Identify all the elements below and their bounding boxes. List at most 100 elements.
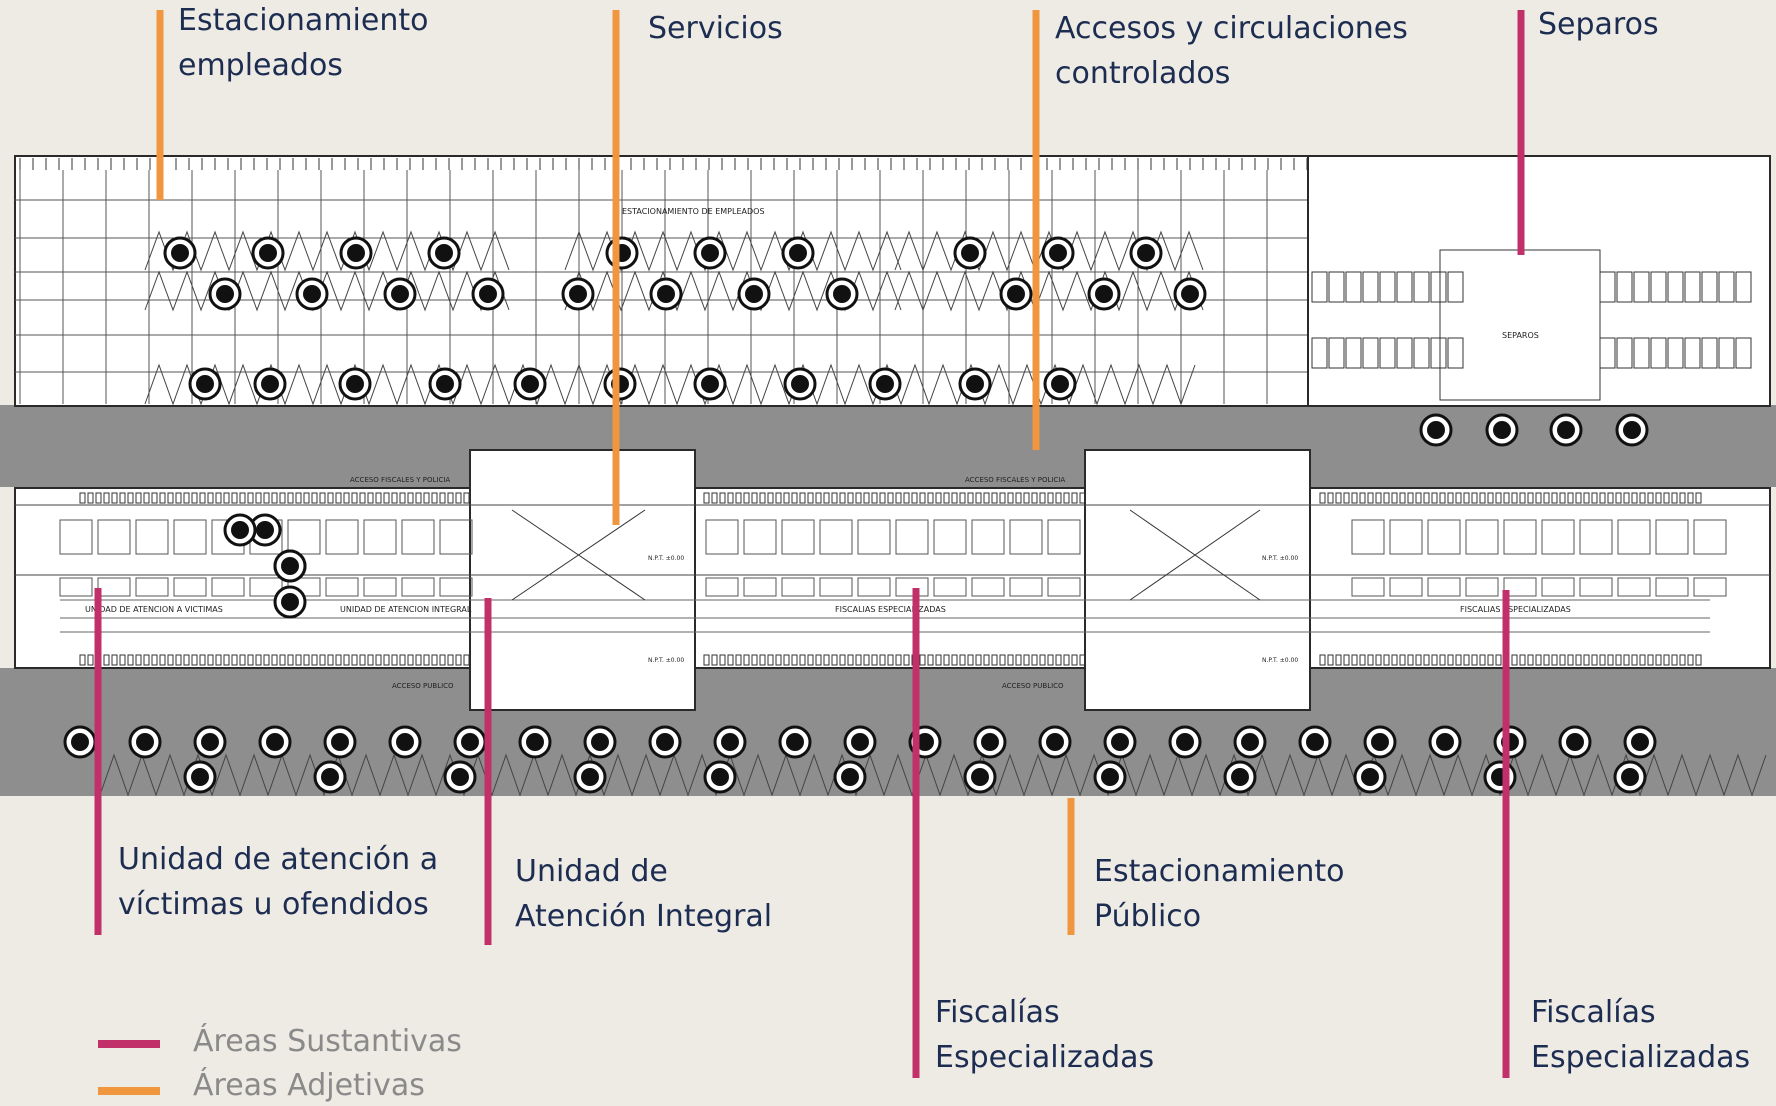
- building-tick: [1599, 492, 1606, 504]
- building-tick: [279, 492, 286, 504]
- tree-core: [745, 285, 763, 303]
- building-tick: [1695, 492, 1702, 504]
- building-tick: [1007, 492, 1014, 504]
- tree-core: [791, 375, 809, 393]
- building-tick: [1399, 654, 1406, 666]
- parking-stalls-row: [99, 753, 1767, 797]
- building-tick: [1511, 654, 1518, 666]
- tree-core: [981, 733, 999, 751]
- office: [1503, 577, 1537, 597]
- building-tick: [383, 654, 390, 666]
- building-tick: [1015, 492, 1022, 504]
- tree-core: [1111, 733, 1129, 751]
- building-tick: [759, 654, 766, 666]
- building-tick: [839, 492, 846, 504]
- building-tick: [135, 654, 142, 666]
- building-tick: [343, 492, 350, 504]
- main-building: ACCESO FISCALES Y POLICIA ACCESO FISCALE…: [14, 449, 1771, 711]
- cell: [1379, 337, 1396, 369]
- building-tick: [703, 492, 710, 504]
- building-tick: [1055, 654, 1062, 666]
- office: [1541, 577, 1575, 597]
- callout-line: Especializadas: [935, 1040, 1155, 1075]
- building-tick: [351, 654, 358, 666]
- tree-core: [1436, 733, 1454, 751]
- office: [1465, 519, 1499, 555]
- tree-core: [1231, 768, 1249, 786]
- building-tick: [103, 654, 110, 666]
- building-tick: [1639, 654, 1646, 666]
- cell: [1362, 337, 1379, 369]
- tree-core: [256, 521, 274, 539]
- office: [971, 577, 1005, 597]
- callout-line: Fiscalías: [1531, 995, 1656, 1030]
- building-tick: [303, 654, 310, 666]
- cell: [1667, 337, 1684, 369]
- building-tick: [735, 492, 742, 504]
- building-tick: [271, 654, 278, 666]
- building-tick: [711, 492, 718, 504]
- building-tick: [1607, 492, 1614, 504]
- building-tick: [879, 492, 886, 504]
- office: [857, 519, 891, 555]
- building-tick: [447, 492, 454, 504]
- building-tick: [935, 492, 942, 504]
- building-tick: [167, 492, 174, 504]
- building-tick: [807, 492, 814, 504]
- building-tick: [1615, 492, 1622, 504]
- tree-core: [281, 593, 299, 611]
- building-tick: [463, 492, 470, 504]
- building-tick: [1527, 492, 1534, 504]
- building-tick: [1031, 654, 1038, 666]
- building-tick: [463, 654, 470, 666]
- building-tick: [111, 492, 118, 504]
- building-tick: [791, 492, 798, 504]
- tree-core: [201, 733, 219, 751]
- building-tick: [943, 492, 950, 504]
- tree-core: [1051, 375, 1069, 393]
- building-tick: [1543, 654, 1550, 666]
- cell: [1396, 271, 1413, 303]
- tree-core: [1095, 285, 1113, 303]
- office: [857, 577, 891, 597]
- building-tick: [911, 492, 918, 504]
- callout-line: Unidad de: [515, 854, 668, 889]
- building-tick: [191, 654, 198, 666]
- tree-core: [1361, 768, 1379, 786]
- building-tick: [351, 492, 358, 504]
- building-tick: [743, 492, 750, 504]
- cell: [1701, 271, 1718, 303]
- callout-line: Atención Integral: [515, 899, 773, 934]
- building-tick: [111, 654, 118, 666]
- building-tick: [1007, 654, 1014, 666]
- callout-line: Estacionamiento: [178, 3, 429, 38]
- building-tick: [1655, 492, 1662, 504]
- cell: [1718, 271, 1735, 303]
- building-tick: [799, 492, 806, 504]
- building-tick: [151, 492, 158, 504]
- building-tick: [943, 654, 950, 666]
- building-tick: [1639, 492, 1646, 504]
- tree-core: [657, 285, 675, 303]
- cell: [1311, 271, 1328, 303]
- building-tick: [1063, 492, 1070, 504]
- office: [1503, 519, 1537, 555]
- tree-core: [1046, 733, 1064, 751]
- office: [249, 577, 283, 597]
- office: [135, 577, 169, 597]
- building-tick: [919, 492, 926, 504]
- cell: [1616, 337, 1633, 369]
- building-tick: [927, 654, 934, 666]
- plan-label-victims-unit: UNIDAD DE ATENCION A VICTIMAS: [85, 605, 223, 614]
- building-tick: [1039, 492, 1046, 504]
- building-tick: [1487, 492, 1494, 504]
- building-tick: [127, 492, 134, 504]
- cell: [1413, 337, 1430, 369]
- building-tick: [1447, 492, 1454, 504]
- building-tick: [1359, 492, 1366, 504]
- building-tick: [887, 492, 894, 504]
- building-tick: [1583, 654, 1590, 666]
- callout-line: Accesos y circulaciones: [1055, 11, 1408, 46]
- building-tick: [727, 492, 734, 504]
- callout-victimas: Unidad de atención a víctimas u ofendido…: [118, 837, 438, 927]
